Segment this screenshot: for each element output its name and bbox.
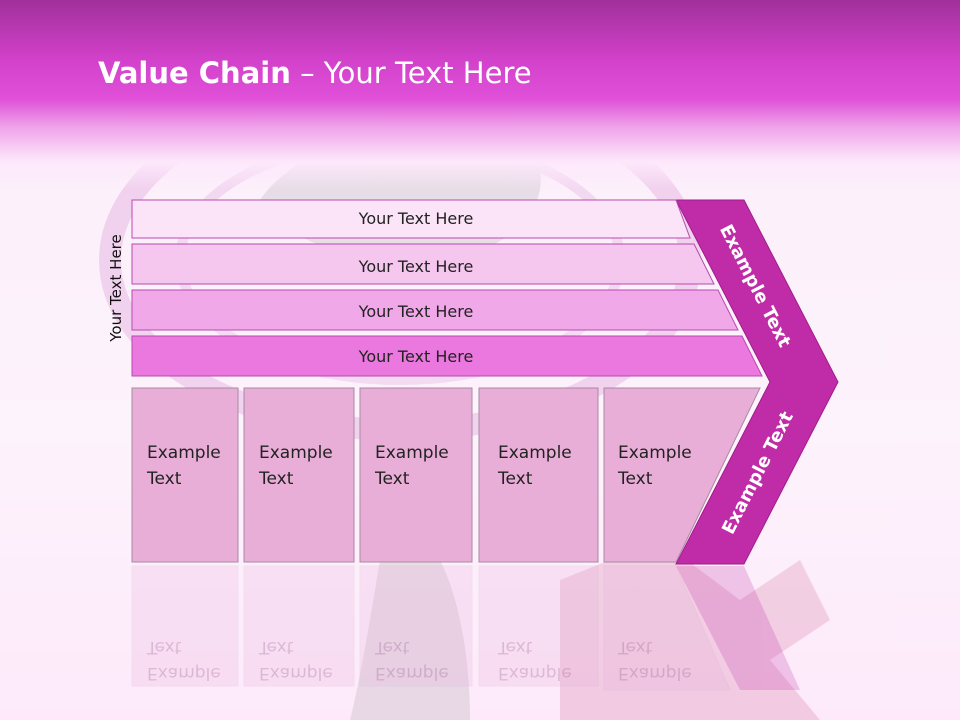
row-label-4: Your Text Here bbox=[358, 347, 474, 366]
slide-title: Value Chain – Your Text Here bbox=[98, 56, 532, 90]
row-label-1: Your Text Here bbox=[358, 209, 474, 228]
arrow-reflection bbox=[676, 566, 800, 690]
row-band-3 bbox=[131, 289, 739, 331]
column-reflection-text-5: Example Text bbox=[618, 637, 692, 683]
column-text-1: Example Text bbox=[147, 443, 221, 489]
column-box-3 bbox=[359, 387, 473, 563]
column-text-5: Example Text bbox=[618, 443, 692, 489]
column-reflection-5 bbox=[603, 565, 731, 691]
column-box-5 bbox=[603, 387, 761, 563]
title-rest: – Your Text Here bbox=[290, 56, 532, 90]
header-band bbox=[0, 0, 960, 190]
chevron-arrow bbox=[675, 199, 839, 565]
column-box-4 bbox=[478, 387, 599, 563]
column-reflection-1 bbox=[131, 565, 239, 687]
title-bold: Value Chain bbox=[98, 56, 291, 90]
column-text-3: Example Text bbox=[375, 443, 449, 489]
column-text-4: Example Text bbox=[498, 443, 572, 489]
row-band-2 bbox=[131, 243, 715, 285]
row-label-2: Your Text Here bbox=[358, 257, 474, 276]
side-label: Your Text Here bbox=[107, 234, 125, 342]
column-reflection-text-3: Example Text bbox=[375, 637, 449, 683]
column-reflection-text-4: Example Text bbox=[498, 637, 572, 683]
column-reflection-2 bbox=[243, 565, 355, 687]
row-band-1 bbox=[131, 199, 691, 239]
column-reflection-3 bbox=[359, 565, 473, 687]
row-label-3: Your Text Here bbox=[358, 302, 474, 321]
row-band-4 bbox=[131, 335, 763, 377]
column-reflection-4 bbox=[478, 565, 599, 687]
column-text-2: Example Text bbox=[259, 443, 333, 489]
column-reflection-text-2: Example Text bbox=[259, 637, 333, 683]
column-box-1 bbox=[131, 387, 239, 563]
column-box-2 bbox=[243, 387, 355, 563]
column-reflection-text-1: Example Text bbox=[147, 637, 221, 683]
